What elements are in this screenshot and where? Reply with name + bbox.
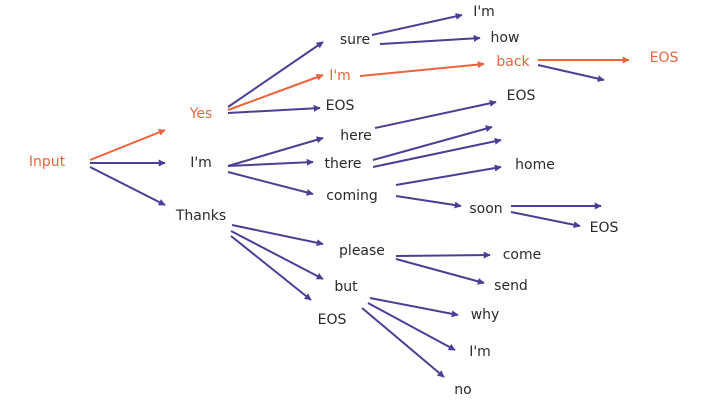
node-come: come (503, 247, 542, 263)
node-please: please (339, 243, 385, 259)
arrow-yes-to-sure (227, 41, 324, 108)
node-im-4: I'm (469, 344, 491, 360)
node-sure: sure (340, 32, 370, 48)
node-eos-2: EOS (650, 50, 679, 66)
node-no: no (454, 382, 471, 398)
arrow-input-to-yes (89, 129, 166, 161)
node-back: back (496, 54, 530, 70)
arrow-thanks-to-but (230, 230, 324, 280)
arrow-soon-to-eos4 (510, 211, 581, 229)
arrow-there-to-open (372, 125, 493, 161)
arrow-im1-to-coming (227, 171, 314, 196)
node-eos-5: EOS (318, 312, 347, 328)
node-send: send (494, 278, 528, 294)
node-im-3: I'm (473, 4, 495, 20)
node-coming: coming (326, 188, 378, 204)
arrow-but-to-no (361, 307, 445, 378)
arrow-there-to-home (372, 137, 502, 168)
arrow-im2-to-back (359, 61, 485, 77)
arrow-sure-to-how (379, 34, 481, 45)
nodes: Input Yes I'm Thanks sure I'm EOS I'm ho… (29, 4, 679, 398)
node-thanks: Thanks (175, 208, 226, 224)
arrow-thanks-to-please (231, 224, 324, 247)
arrow-but-to-why (369, 297, 459, 318)
arrow-yes-to-eos1 (227, 104, 321, 114)
arrow-coming-to-home (395, 164, 502, 186)
node-there: there (324, 156, 361, 172)
node-but: but (334, 279, 358, 295)
arrow-sure-to-im3 (371, 12, 463, 36)
arrow-im1-to-there (227, 158, 314, 167)
arrow-thanks-to-eos5 (230, 235, 312, 301)
node-how: how (491, 30, 520, 46)
node-here: here (340, 128, 372, 144)
arrow-coming-to-soon (395, 195, 462, 209)
arrow-input-to-thanks (89, 166, 166, 206)
arrow-please-to-send (395, 258, 485, 285)
node-input: Input (29, 154, 66, 170)
arrow-here-to-eos3 (374, 99, 497, 129)
arrow-im1-to-here (227, 136, 324, 167)
node-home: home (515, 157, 555, 173)
node-eos-4: EOS (590, 220, 619, 236)
node-im-2: I'm (329, 68, 351, 84)
node-eos-3: EOS (507, 88, 536, 104)
arrow-please-to-come (395, 251, 491, 259)
node-eos-1: EOS (326, 98, 355, 114)
node-im-1: I'm (190, 155, 212, 171)
node-soon: soon (469, 201, 502, 217)
node-yes: Yes (189, 106, 213, 122)
arrow-yes-to-im2 (227, 73, 324, 111)
node-why: why (471, 307, 500, 323)
edges (89, 12, 630, 378)
arrow-back-to-open (537, 64, 605, 83)
arrow-but-to-im4 (367, 302, 456, 351)
